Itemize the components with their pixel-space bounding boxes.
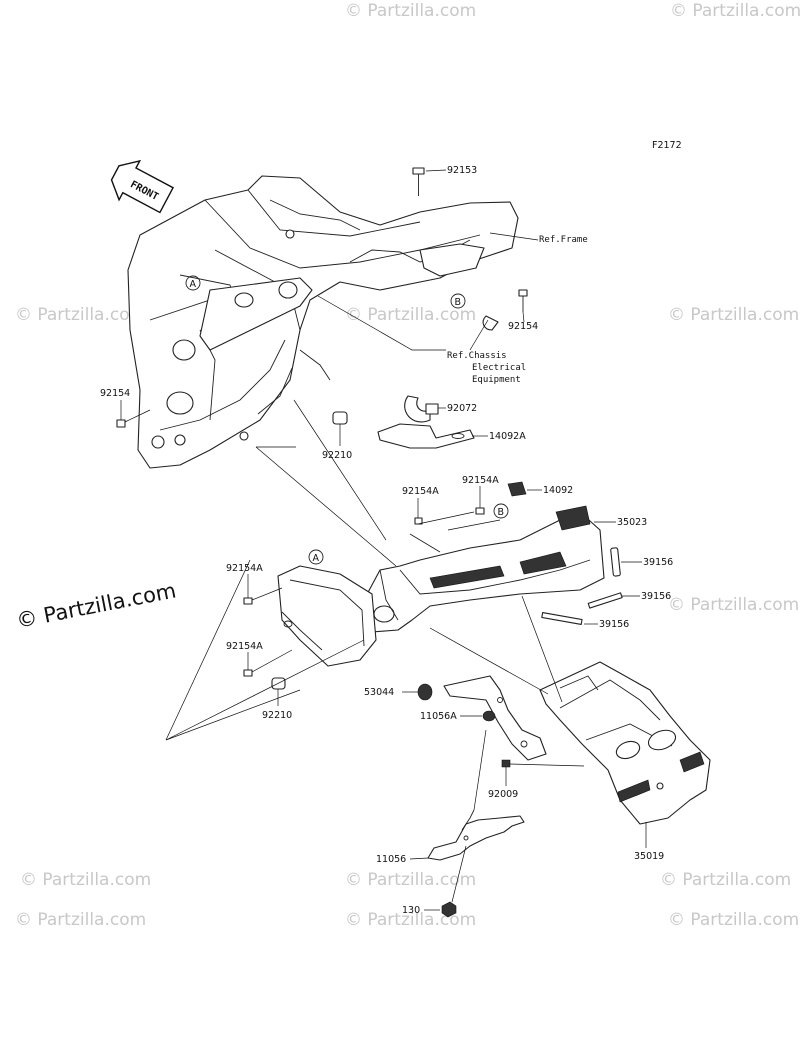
p92153-leader bbox=[425, 169, 447, 172]
bolt-92154-left bbox=[116, 400, 151, 428]
part-label: 14092A bbox=[489, 431, 526, 442]
part-label: 92154A bbox=[226, 641, 263, 652]
watermark-text: © Partzilla.com bbox=[345, 910, 476, 930]
callout-a-cover bbox=[308, 549, 324, 565]
callout-a-label: A bbox=[190, 279, 197, 290]
part-label: 11056A bbox=[420, 711, 457, 722]
bolts-to-tray-leader bbox=[417, 511, 501, 531]
block-14092 bbox=[507, 481, 527, 497]
callout-b bbox=[450, 293, 466, 309]
part-label: 92154A bbox=[402, 486, 439, 497]
strip-39156-c bbox=[541, 612, 583, 625]
bracket-14092A bbox=[377, 423, 475, 449]
part-label: 14092 bbox=[543, 485, 573, 496]
figure-code: F2172 bbox=[652, 140, 682, 151]
tray-35023 bbox=[359, 505, 605, 633]
bolt-92154-right bbox=[482, 289, 528, 331]
ref-chassis-label: Electrical bbox=[472, 363, 526, 373]
watermark-big: © Partzilla.com bbox=[14, 578, 178, 632]
bolt-92154A-upper-left bbox=[414, 498, 423, 525]
part-label: 11056 bbox=[376, 854, 406, 865]
collar-92210-upper bbox=[332, 411, 348, 446]
watermark-text: © Partzilla.com bbox=[345, 870, 476, 890]
fender-35019 bbox=[539, 661, 711, 825]
bolt-92154A-lower-2 bbox=[243, 649, 293, 677]
part-label: 92154 bbox=[508, 321, 538, 332]
callout-b-label: B bbox=[455, 297, 462, 308]
callout-b-label: B bbox=[498, 507, 505, 518]
frame-to-cover-leader bbox=[165, 559, 365, 741]
main-frame bbox=[127, 175, 519, 469]
front-arrow-icon: FRONT bbox=[110, 159, 175, 214]
part-label: 39156 bbox=[641, 591, 671, 602]
watermark-text: © Partzilla.com bbox=[668, 910, 799, 930]
ref-frame-leader bbox=[489, 232, 539, 241]
ref-chassis-label: Ref.Chassis bbox=[447, 351, 507, 361]
ref-chassis-label: Equipment bbox=[472, 375, 521, 385]
nut-130 bbox=[441, 845, 467, 918]
tray-to-fender-leader bbox=[429, 595, 563, 703]
watermark-text: © Partzilla.com bbox=[345, 1, 476, 21]
watermark-text: © Partzilla.com bbox=[15, 305, 146, 325]
watermark-text: © Partzilla.com bbox=[670, 1, 800, 21]
callout-b-tray bbox=[493, 503, 509, 519]
bolt-92154A-upper-right bbox=[475, 486, 485, 515]
watermark-text: © Partzilla.com bbox=[660, 870, 791, 890]
bolt-92154A-lower-1 bbox=[243, 587, 283, 605]
hinge-bracket bbox=[443, 675, 547, 761]
part-label: 130 bbox=[402, 905, 420, 916]
strip-39156-b bbox=[587, 592, 623, 609]
part-label: 92072 bbox=[447, 403, 477, 414]
watermark-text: © Partzilla.com bbox=[345, 305, 476, 325]
part-label: 92210 bbox=[322, 450, 352, 461]
part-label: 92210 bbox=[262, 710, 292, 721]
p92154-right-leader bbox=[522, 311, 525, 323]
watermark-text: © Partzilla.com bbox=[668, 305, 799, 325]
part-label: 92153 bbox=[447, 165, 477, 176]
part-label: 39156 bbox=[599, 619, 629, 630]
damper-11056A bbox=[482, 710, 496, 722]
collar-92210-lower bbox=[271, 677, 286, 706]
grommet-53044 bbox=[417, 683, 433, 701]
part-label: 92009 bbox=[488, 789, 518, 800]
ref-chassis-leader bbox=[317, 295, 489, 351]
watermark-text: © Partzilla.com bbox=[20, 870, 151, 890]
frame-to-rear-leader bbox=[255, 399, 397, 567]
part-label: 35023 bbox=[617, 517, 647, 528]
callout-a-label: A bbox=[313, 553, 320, 564]
watermark-text: © Partzilla.com bbox=[668, 595, 799, 615]
strip-39156-a bbox=[610, 547, 621, 577]
p11056-leader bbox=[409, 857, 429, 860]
side-cover-panel bbox=[277, 565, 377, 667]
part-label: 39156 bbox=[643, 557, 673, 568]
watermark-text: © Partzilla.com bbox=[15, 910, 146, 930]
part-label: 92154A bbox=[462, 475, 499, 486]
bracket-11056 bbox=[427, 729, 525, 861]
ref-frame-label: Ref.Frame bbox=[539, 235, 588, 245]
part-label: 35019 bbox=[634, 851, 664, 862]
callout-a bbox=[185, 275, 201, 291]
part-label: 53044 bbox=[364, 687, 394, 698]
clamp-92072 bbox=[404, 395, 439, 423]
part-label: 92154A bbox=[226, 563, 263, 574]
screw-92009 bbox=[501, 759, 585, 786]
part-label: 92154 bbox=[100, 388, 130, 399]
bolt-92153 bbox=[412, 167, 425, 196]
